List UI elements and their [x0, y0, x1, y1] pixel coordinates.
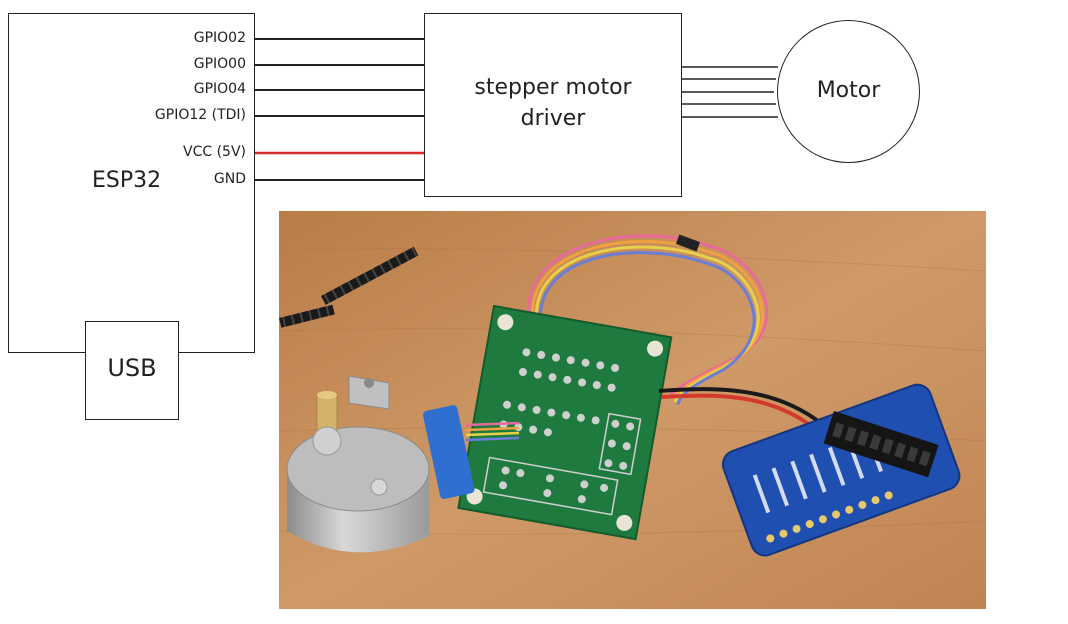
usb-label: USB — [107, 354, 157, 382]
pin-label-gpio00: GPIO00 — [193, 56, 246, 72]
motor-circle — [777, 20, 920, 163]
usb-block — [85, 321, 179, 420]
stepper-motor — [286, 375, 520, 553]
header-pin-strip-1 — [321, 246, 419, 305]
esp32-title: ESP32 — [92, 168, 162, 193]
esp32-block — [8, 13, 255, 353]
hardware-photo-illustration — [279, 211, 986, 609]
pin-label-gnd: GND — [213, 171, 246, 187]
pin-label-gpio12: GPIO12 (TDI) — [154, 107, 246, 123]
header-pin-strip-2 — [279, 304, 335, 328]
motor-label: Motor — [816, 78, 881, 103]
pin-label-vcc: VCC (5V) — [183, 144, 246, 160]
wire-loop — [527, 234, 769, 406]
driver-pcb — [457, 304, 673, 541]
esp32-female-header — [823, 411, 939, 478]
pin-label-gpio04: GPIO04 — [193, 81, 246, 97]
driver-label-line2: driver — [520, 106, 586, 131]
driver-label-line1: stepper motor — [474, 75, 632, 100]
hardware-photo — [279, 211, 986, 609]
pin-label-gpio02: GPIO02 — [193, 30, 246, 46]
stepper-driver-block — [424, 13, 682, 197]
